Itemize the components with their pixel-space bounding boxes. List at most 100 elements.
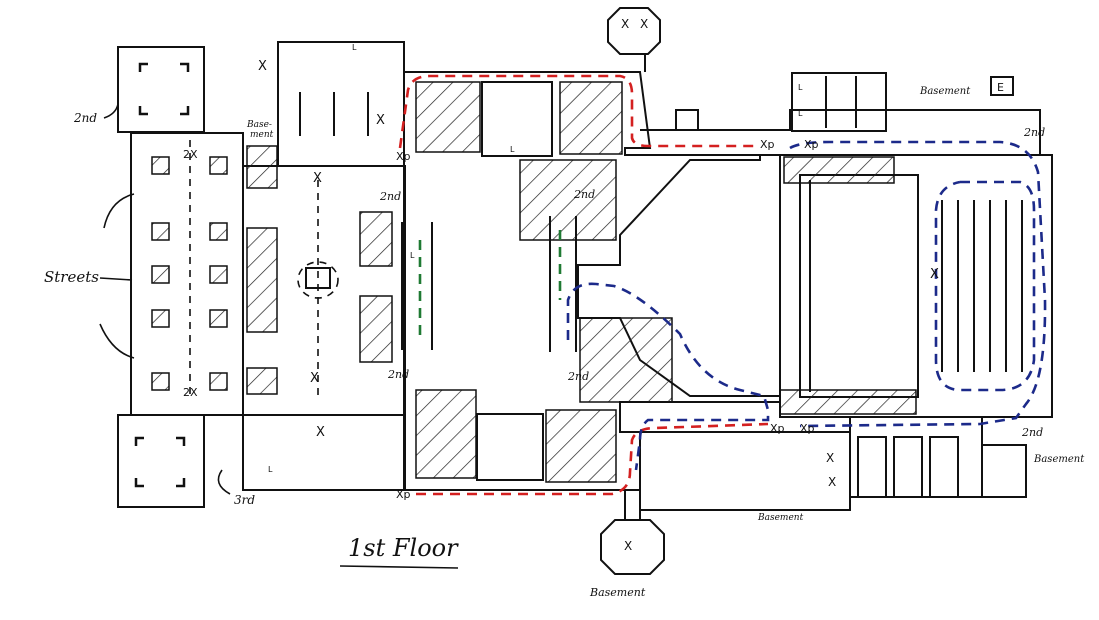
x-mark-annex-2: X — [828, 475, 836, 489]
bracket-bl-3 — [134, 478, 144, 488]
second-label-west-bottom: 2nd — [387, 368, 409, 381]
second-label-center-top: 2nd — [573, 188, 595, 201]
bay-2 — [893, 436, 923, 498]
south-tower — [600, 519, 665, 575]
xp-ne-2: Xp — [804, 138, 819, 151]
floor-title: 1st Floor — [348, 534, 459, 562]
x-mark-tower-2: X — [640, 17, 648, 31]
east-hall — [779, 154, 1053, 418]
route-red-south — [416, 422, 769, 496]
third-label: 3rd — [234, 493, 255, 507]
lift-letter-2: L — [268, 465, 273, 474]
hatch-pillar-7 — [151, 309, 170, 328]
northeast-room — [791, 72, 887, 132]
hatch-nave-se — [545, 409, 617, 483]
hatch-pillar-3 — [151, 222, 170, 241]
x-mark-east: X — [930, 267, 939, 282]
hatch-pillar-10 — [209, 372, 228, 391]
hatch-nave-ne — [559, 81, 623, 155]
south-annex-east — [849, 416, 983, 498]
north-tower — [607, 7, 661, 55]
bay-3 — [929, 436, 959, 498]
hatch-left-lower — [246, 367, 278, 395]
hatch-nave-nw — [415, 81, 481, 153]
x-mark-west-bottom: X — [310, 371, 319, 386]
elevator-box — [990, 76, 1014, 96]
bracket-tl-1 — [138, 62, 148, 72]
basement-label-tower: Basement — [589, 586, 646, 599]
lift-letter-1: L — [352, 43, 357, 52]
hatch-pillar-4 — [209, 222, 228, 241]
bracket-tl-3 — [138, 106, 148, 116]
hatch-left-upper — [246, 145, 278, 189]
hatch-east-lower — [779, 389, 917, 415]
hatch-pillar-2 — [209, 156, 228, 175]
hatch-pillar-9 — [151, 372, 170, 391]
double-x-bottom: 2X — [183, 386, 198, 399]
bracket-tl-2 — [180, 62, 190, 72]
floor-title-underline — [339, 565, 459, 569]
x-mark-south-room: X — [316, 425, 325, 440]
bracket-bl-1 — [134, 436, 144, 446]
lift-letter-5: L — [798, 83, 803, 92]
second-label-tl: 2nd — [73, 111, 97, 125]
xp-nw: Xp — [396, 150, 411, 163]
second-label-east-top: 2nd — [1023, 126, 1045, 139]
lift-letter-6: L — [798, 109, 803, 118]
hatch-nave-w2 — [359, 295, 393, 363]
xp-ne-1: Xp — [760, 138, 775, 151]
lift-letter-4: L — [510, 145, 515, 154]
bracket-bl-4 — [176, 478, 186, 488]
hatch-pillar-8 — [209, 309, 228, 328]
basement-label-se: Basement — [1033, 454, 1085, 465]
third-arrow — [217, 469, 231, 495]
nave-south-room — [476, 413, 544, 481]
bracket-bl-2 — [176, 436, 186, 446]
xp-sw: Xp — [396, 488, 411, 501]
route-red-north — [398, 74, 758, 149]
north-corridor — [625, 109, 1041, 156]
hatch-center-upper — [519, 159, 617, 241]
central-nave-outline — [403, 71, 781, 491]
streets-label: Streets — [44, 268, 99, 286]
second-label-west-top: 2nd — [379, 190, 401, 203]
basement-label-nw-bottom: ment — [250, 130, 274, 140]
south-annex — [639, 431, 851, 511]
streets-arrow-left — [99, 277, 133, 281]
second-arrow-tl — [103, 103, 119, 119]
basement-label-ne: Basement — [919, 86, 971, 97]
bay-1 — [857, 436, 887, 498]
hatch-nave-sw — [415, 389, 477, 479]
x-mark-nw-room: X — [258, 59, 267, 74]
elevator-letter: E — [997, 81, 1004, 94]
route-blue-loop — [934, 180, 1036, 392]
hatch-pillar-6 — [209, 265, 228, 284]
basement-label-s: Basement — [757, 513, 804, 523]
second-label-center-bottom: 2nd — [567, 370, 589, 383]
hatch-pillar-1 — [151, 156, 170, 175]
north-vestibule-room — [277, 41, 405, 167]
hatch-pillar-5 — [151, 265, 170, 284]
hatch-center-lower — [579, 317, 673, 403]
streets-arrow-down — [99, 323, 135, 359]
left-top-tower — [117, 46, 205, 133]
bracket-tl-4 — [180, 106, 190, 116]
second-label-east-bottom: 2nd — [1021, 426, 1043, 439]
route-blue-north — [789, 140, 1047, 428]
hatch-nave-w — [359, 211, 393, 267]
east-seating-area — [799, 174, 919, 398]
streets-arrow-up — [103, 193, 135, 229]
hatch-left-mid — [246, 227, 278, 333]
double-x-top: 2X — [183, 148, 198, 161]
x-mark-west-top: X — [313, 171, 322, 186]
left-bottom-tower — [117, 414, 205, 508]
lift-letter-3: L — [410, 251, 415, 260]
southeast-stair — [981, 444, 1027, 498]
hatch-east-upper — [783, 156, 895, 184]
x-mark-south-tower: X — [624, 539, 632, 553]
small-niche — [675, 109, 699, 131]
pulpit-circle — [297, 261, 339, 299]
basement-label-nw-top: Base- — [246, 120, 272, 130]
x-mark-pews: X — [376, 113, 385, 128]
